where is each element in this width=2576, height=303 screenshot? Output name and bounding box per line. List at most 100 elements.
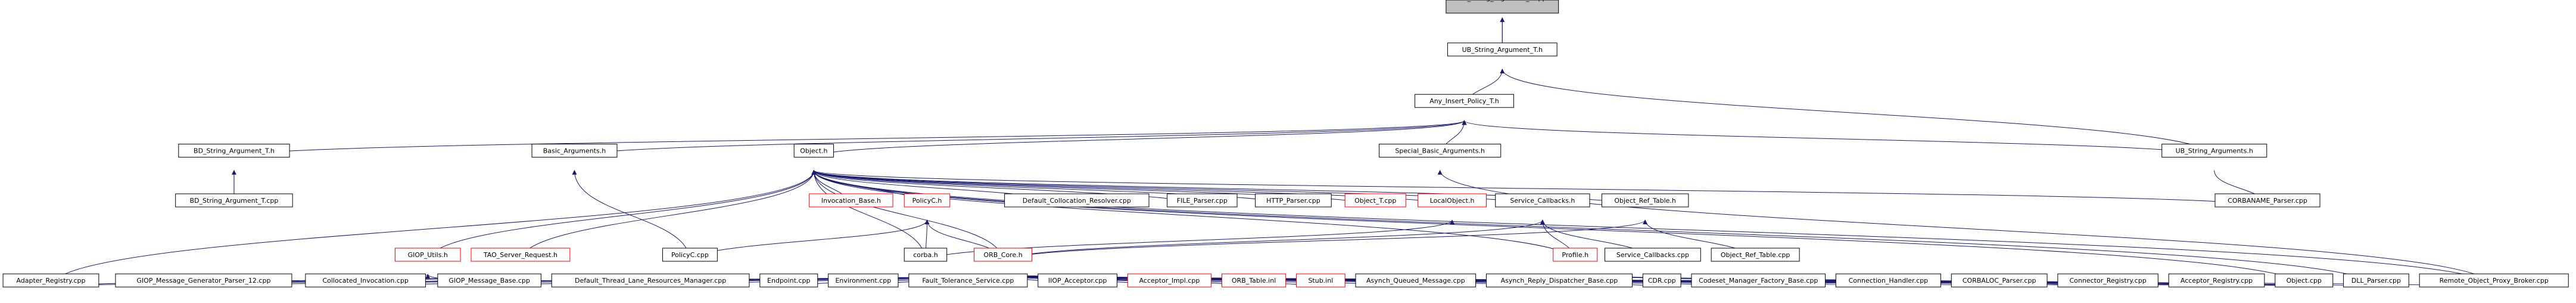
node-orbcore[interactable]: ORB_Core.h — [974, 248, 1033, 262]
node-label: Remote_Object_Proxy_Broker.cpp — [2440, 277, 2549, 285]
dependency-edge — [1500, 69, 2215, 157]
node-policyc[interactable]: PolicyC.h — [904, 193, 951, 208]
dependency-edge — [50, 169, 817, 287]
node-objecth[interactable]: Object.h — [793, 144, 834, 158]
node-cmfb[interactable]: Codeset_Manager_Factory_Base.cpp — [1691, 273, 1826, 287]
node-connreg[interactable]: Connector_Registry.cpp — [2057, 273, 2158, 287]
node-label: UB_String_Arguments.h — [2176, 147, 2253, 155]
node-box — [471, 248, 571, 262]
node-basic[interactable]: Basic_Arguments.h — [531, 144, 618, 158]
node-label: Codeset_Manager_Factory_Base.cpp — [1699, 277, 1818, 285]
node-corbaloc[interactable]: CORBALOC_Parser.cpp — [1951, 273, 2048, 287]
node-adapter[interactable]: Adapter_Registry.cpp — [2, 273, 99, 287]
node-label: Object_Ref_Table.cpp — [1721, 251, 1790, 259]
node-objrefcpp[interactable]: Object_Ref_Table.cpp — [1711, 248, 1800, 262]
node-stub[interactable]: Stub.inl — [1296, 273, 1345, 287]
node-label: GIOP_Utils.h — [408, 251, 448, 259]
node-arpdb[interactable]: Asynch_Reply_Dispatcher_Base.cpp — [1485, 273, 1633, 287]
node-corbaname[interactable]: CORBANAME_Parser.cpp — [2214, 193, 2320, 208]
node-box — [437, 273, 541, 287]
node-ubsa[interactable]: UB_String_Arguments.h — [2161, 144, 2267, 158]
node-label: Acceptor_Registry.cpp — [2181, 277, 2253, 285]
node-giop_utils[interactable]: GIOP_Utils.h — [394, 248, 461, 262]
node-label: UB_String_Argument_T.cpp — [1458, 0, 1546, 2]
node-httpp[interactable]: HTTP_Parser.cpp — [1255, 193, 1332, 208]
node-box — [305, 273, 426, 287]
dependency-edge — [813, 120, 1467, 157]
node-orbtable[interactable]: ORB_Table.inl — [1222, 273, 1287, 287]
node-tao_sr[interactable]: TAO_Server_Request.h — [471, 248, 571, 262]
node-svccb[interactable]: Service_Callbacks.h — [1495, 193, 1590, 208]
dependency-edge — [520, 169, 817, 262]
node-box — [1485, 273, 1633, 287]
node-special[interactable]: Special_Basic_Arguments.h — [1379, 144, 1502, 158]
node-corbah[interactable]: corba.h — [904, 248, 948, 262]
node-svccbcpp[interactable]: Service_Callbacks.cpp — [1605, 248, 1701, 262]
node-box — [809, 193, 893, 208]
node-dtlrm[interactable]: Default_Thread_Lane_Resources_Manager.cp… — [551, 273, 750, 287]
node-box — [1038, 273, 1117, 287]
node-label: Asynch_Reply_Dispatcher_Base.cpp — [1501, 277, 1618, 285]
node-ftsvc[interactable]: Fault_Tolerance_Service.cpp — [908, 273, 1028, 287]
node-ubsat[interactable]: UB_String_Argument_T.h — [1447, 42, 1558, 57]
node-label: TAO_Server_Request.h — [483, 251, 557, 259]
node-bdsat[interactable]: BD_String_Argument_T.h — [178, 144, 290, 158]
node-objtcpp[interactable]: Object_T.cpp — [1344, 193, 1406, 208]
node-label: Stub.inl — [1308, 277, 1333, 285]
node-label: HTTP_Parser.cpp — [1266, 197, 1320, 205]
dependency-edge — [1002, 219, 1545, 262]
node-box — [1642, 273, 1681, 287]
node-label: Object_Ref_Table.h — [1614, 197, 1676, 205]
node-box — [1711, 248, 1800, 262]
node-profile[interactable]: Profile.h — [1553, 248, 1598, 262]
node-bdsatcpp[interactable]: BD_String_Argument_T.cpp — [175, 193, 293, 208]
node-box — [1255, 193, 1332, 208]
node-accimpl[interactable]: Acceptor_Impl.cpp — [1127, 273, 1212, 287]
node-aqm[interactable]: Asynch_Queued_Message.cpp — [1355, 273, 1477, 287]
dependency-edge — [811, 169, 1576, 262]
node-aipt[interactable]: Any_Insert_Policy_T.h — [1415, 94, 1514, 108]
node-accreg[interactable]: Acceptor_Registry.cpp — [2168, 273, 2265, 287]
node-box — [2057, 273, 2158, 287]
node-box — [1605, 248, 1701, 262]
node-invbase[interactable]: Invocation_Base.h — [809, 193, 893, 208]
node-ropb[interactable]: Remote_Object_Proxy_Broker.cpp — [2419, 273, 2569, 287]
node-dcr[interactable]: Default_Collocation_Resolver.cpp — [1004, 193, 1150, 208]
node-localobj[interactable]: LocalObject.h — [1418, 193, 1487, 208]
node-box — [1951, 273, 2048, 287]
node-endpoint[interactable]: Endpoint.cpp — [759, 273, 818, 287]
node-collinv[interactable]: Collocated_Invocation.cpp — [305, 273, 426, 287]
node-box — [178, 144, 290, 158]
node-label: ORB_Core.h — [983, 251, 1022, 259]
node-objcpp[interactable]: Object.cpp — [2275, 273, 2334, 287]
node-cdr[interactable]: CDR.cpp — [1642, 273, 1681, 287]
node-iiopacc[interactable]: IIOP_Acceptor.cpp — [1038, 273, 1117, 287]
node-giopmgp[interactable]: GIOP_Message_Generator_Parser_12.cpp — [115, 273, 292, 287]
node-environment[interactable]: Environment.cpp — [828, 273, 899, 287]
node-box — [2161, 144, 2267, 158]
node-label: Object.h — [800, 147, 827, 155]
dependency-edge — [427, 169, 817, 262]
node-connh[interactable]: Connection_Handler.cpp — [1835, 273, 1941, 287]
node-policyccpp[interactable]: PolicyC.cpp — [662, 248, 718, 262]
node-label: Basic_Arguments.h — [543, 147, 606, 155]
node-box — [1495, 193, 1590, 208]
node-root[interactable]: UB_String_Argument_T.cpp — [1446, 0, 1559, 14]
node-box — [908, 273, 1028, 287]
node-box — [1004, 193, 1150, 208]
node-dllp[interactable]: DLL_Parser.cpp — [2343, 273, 2409, 287]
node-box — [662, 248, 718, 262]
node-label: Endpoint.cpp — [767, 277, 810, 285]
dependency-edge — [811, 169, 1646, 208]
dependency-edge — [574, 120, 1467, 157]
node-objref[interactable]: Object_Ref_Table.h — [1601, 193, 1689, 208]
node-filep[interactable]: FILE_Parser.cpp — [1167, 193, 1238, 208]
node-box — [1553, 248, 1598, 262]
node-box — [1167, 193, 1238, 208]
node-box — [115, 273, 292, 287]
node-box — [1344, 193, 1406, 208]
node-label: Acceptor_Impl.cpp — [1139, 277, 1200, 285]
node-box — [974, 248, 1033, 262]
node-giopmb[interactable]: GIOP_Message_Base.cpp — [437, 273, 541, 287]
